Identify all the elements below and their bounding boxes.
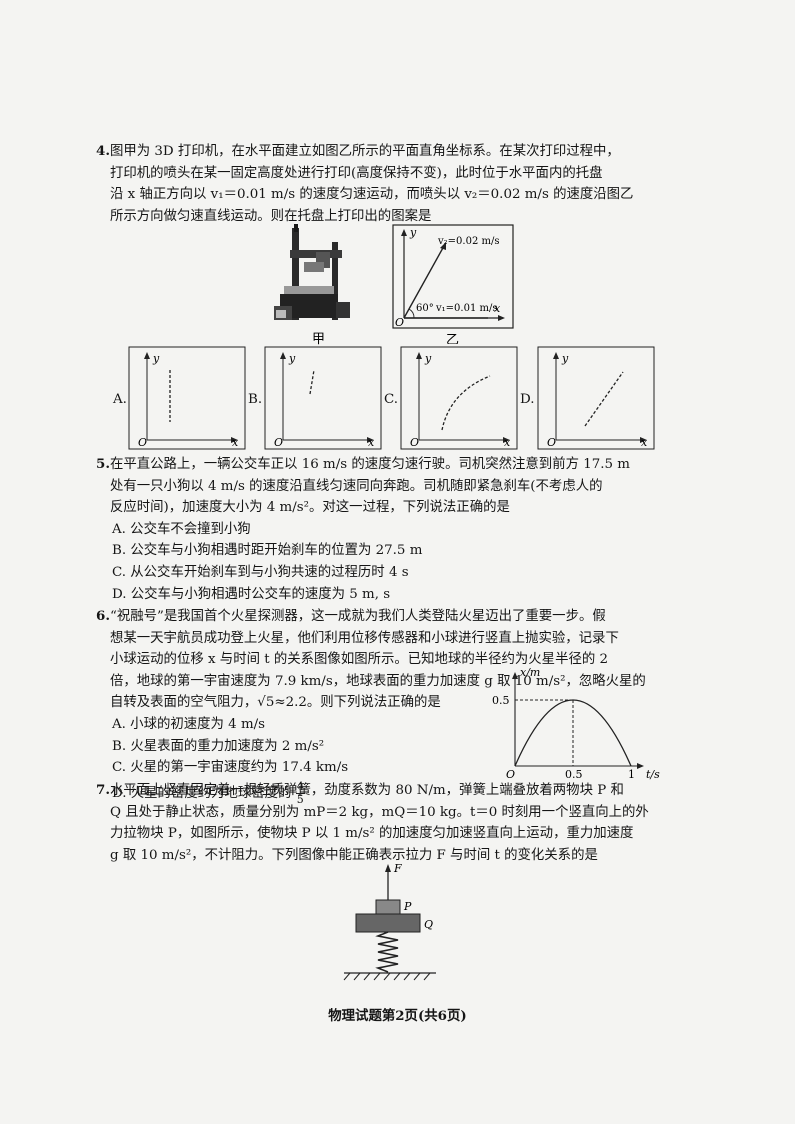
option-d-x: x [641, 436, 648, 449]
q4-option-d-graph: y x O [537, 346, 655, 450]
yi-origin: O [395, 316, 404, 329]
q5-line-1: 在平直公路上，一辆公交车正以 16 m/s 的速度匀速行驶。司机突然注意到前方 … [109, 457, 631, 472]
yi-axis-x: x [494, 302, 501, 315]
fig-yi-label: 乙 [446, 333, 459, 344]
option-c-origin: O [410, 436, 419, 449]
q6-number: 6. [96, 608, 110, 624]
q6-xlabel: t/s [646, 768, 660, 781]
option-a-x: x [232, 436, 239, 449]
option-a-origin: O [138, 436, 147, 449]
option-b-origin: O [274, 436, 283, 449]
fig-jia-label: 甲 [312, 332, 325, 347]
q4-line-3: 沿 x 轴正方向以 v₁＝0.01 m/s 的速度匀速运动，而喷头以 v₂＝0.… [110, 187, 634, 203]
option-d-origin: O [547, 436, 556, 449]
q4-option-d-label: D. [520, 392, 535, 407]
q4-line-2: 打印机的喷头在某一固定高度处进行打印(高度保持不变)，此时位于水平面内的托盘 [110, 165, 603, 181]
q4-option-c-label: C. [384, 392, 399, 407]
q4-option-a-label: A. [113, 392, 127, 407]
q6-fraction-den: 5 [296, 792, 304, 806]
q4-line-1: 图甲为 3D 打印机，在水平面建立如图乙所示的平面直角坐标系。在某次打印过程中， [109, 144, 620, 159]
q6-line-3: 小球运动的位移 x 与时间 t 的关系图像如图所示。已知地球的半径约为火星半径的… [110, 652, 609, 668]
q5-option-c: C. 从公交车开始刹车到与小狗共速的过程历时 4 s [112, 564, 409, 580]
q4-option-c-graph: y x O [400, 346, 518, 450]
option-a-y: y [152, 352, 160, 365]
yi-axis-y: y [409, 226, 417, 239]
option-d-y: y [561, 352, 569, 365]
q6-origin: O [506, 768, 515, 781]
q6-option-d: D. 火星的密度约为地球密度的 4 5 [96, 779, 676, 809]
q6-option-c: C. 火星的第一宇宙速度约为 17.4 km/s [112, 760, 349, 776]
question-4: 4.图甲为 3D 打印机，在水平面建立如图乙所示的平面直角坐标系。在某次打印过程… [96, 141, 676, 227]
q5-option-b: B. 公交车与小狗相遇时距开始刹车的位置为 27.5 m [112, 543, 423, 559]
option-c-x: x [504, 436, 511, 449]
question-5: 5.在平直公路上，一辆公交车正以 16 m/s 的速度匀速行驶。司机突然注意到前… [96, 454, 676, 605]
q6-line-1: “祝融号”是我国首个火星探测器，这一成就为我们人类登陆火星迈出了重要一步。假 [109, 609, 606, 624]
q6-xt-graph: x/m t/s 0.5 0.5 1 O [492, 666, 660, 781]
q5-line-3: 反应时间)，加速度大小为 4 m/s²。对这一过程，下列说法正确的是 [110, 500, 510, 516]
q5-option-a: A. 公交车不会撞到小狗 [112, 521, 251, 537]
label-P: P [403, 900, 412, 913]
option-c-y: y [424, 352, 432, 365]
question-7: 7.水平面上竖直固定着一根轻质弹簧，劲度系数为 80 N/m，弹簧上端叠放着两物… [96, 780, 676, 866]
option-b-y: y [288, 352, 296, 365]
q4-number: 4. [96, 143, 110, 159]
q6-x-tick-2: 1 [628, 768, 635, 781]
q5-number: 5. [96, 456, 110, 472]
label-Q: Q [424, 918, 433, 931]
q7-number: 7. [96, 782, 110, 798]
option-b-x: x [368, 436, 375, 449]
q4-line-4: 所示方向做匀速直线运动。则在托盘上打印出的图案是 [110, 208, 432, 224]
q6-option-d-text: D. 火星的密度约为地球密度的 [112, 785, 292, 801]
v1-label: v₁=0.01 m/s [435, 303, 497, 314]
v2-label: v₂=0.02 m/s [437, 236, 499, 247]
question-6: 6.“祝融号”是我国首个火星探测器，这一成就为我们人类登陆火星迈出了重要一步。假… [96, 606, 676, 809]
q4-option-b-label: B. [248, 392, 263, 407]
label-F: F [393, 862, 402, 875]
spring-diagram: F P Q [343, 862, 436, 981]
q6-line-5: 自转及表面的空气阻力，√5≈2.2。则下列说法正确的是 [110, 695, 441, 711]
q6-line-4: 倍，地球的第一宇宙速度为 7.9 km/s，地球表面的重力加速度 g 取 10 … [110, 673, 646, 689]
q6-line-2: 想某一天宇航员成功登上火星，他们利用位移传感器和小球进行竖直上抛实验，记录下 [110, 630, 619, 646]
q6-y-tick: 0.5 [492, 694, 510, 707]
q4-option-b-graph: y x O [264, 346, 382, 450]
q7-line-2: Q 且处于静止状态，质量分别为 mP＝2 kg，mQ＝10 kg。t＝0 时刻用… [110, 804, 649, 820]
q7-line-1: 水平面上竖直固定着一根轻质弹簧，劲度系数为 80 N/m，弹簧上端叠放着两物块 … [109, 783, 624, 798]
q6-option-a: A. 小球的初速度为 4 m/s [112, 716, 266, 732]
q7-line-3: 力拉物块 P，如图所示，使物块 P 以 1 m/s² 的加速度匀加速竖直向上运动… [110, 826, 634, 842]
q6-ylabel: x/m [520, 666, 540, 679]
printer-figure: 甲 [274, 224, 350, 347]
q6-option-b: B. 火星表面的重力加速度为 2 m/s² [112, 738, 325, 754]
q5-line-2: 处有一只小狗以 4 m/s 的速度沿直线匀速同向奔跑。司机随即紧急刹车(不考虑人… [110, 478, 603, 494]
q4-option-a-graph: y x O [128, 346, 246, 450]
q5-option-d: D. 公交车与小狗相遇时公交车的速度为 5 m, s [112, 586, 391, 602]
q6-x-tick-1: 0.5 [565, 768, 583, 781]
page-footer: 物理试题第2页(共6页) [328, 1008, 467, 1024]
q6-fraction-num: 4 [295, 779, 305, 794]
q6-fraction: 4 5 [295, 779, 305, 806]
q7-line-4: g 取 10 m/s²，不计阻力。下列图像中能正确表示拉力 F 与时间 t 的变… [110, 847, 598, 863]
angle-label: 60° [416, 303, 434, 314]
velocity-diagram: y x O v₂=0.02 m/s v₁=0.01 m/s 60° 乙 [392, 224, 514, 344]
